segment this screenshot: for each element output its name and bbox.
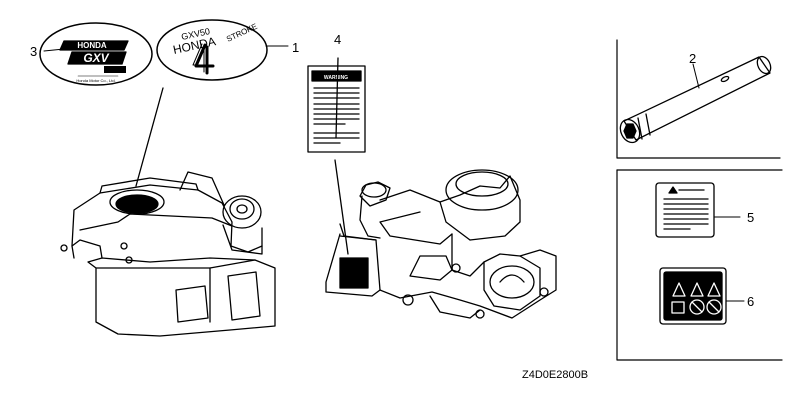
- emblem-gxv-brand: GXV: [83, 51, 109, 65]
- warning-label-small: [655, 182, 715, 238]
- drawing-code: Z4D0E2800B: [522, 369, 588, 381]
- emblem-4stroke-brand: HONDA: [172, 34, 217, 57]
- panel-frames: [616, 39, 783, 361]
- leader-lines: [43, 45, 745, 302]
- emblem-gxv-fine: Honda Motor Co., Ltd.: [76, 78, 115, 83]
- emblem-4stroke: [156, 19, 268, 81]
- warning-label-heading: WARNING: [324, 75, 348, 81]
- emblem-gxv: [39, 22, 153, 86]
- callout-6: 6: [747, 294, 754, 309]
- spark-plug-wrench: [619, 55, 772, 144]
- callout-2: 2: [689, 51, 696, 66]
- callout-1: 1: [292, 40, 299, 55]
- callout-4: 4: [334, 32, 341, 47]
- engine-left-view: [60, 87, 276, 337]
- callout-5: 5: [747, 210, 754, 225]
- emblem-gxv-sub: HONDA: [77, 41, 107, 50]
- engine-right-view: [325, 57, 557, 319]
- symbol-label: [659, 267, 727, 325]
- callout-3: 3: [30, 44, 37, 59]
